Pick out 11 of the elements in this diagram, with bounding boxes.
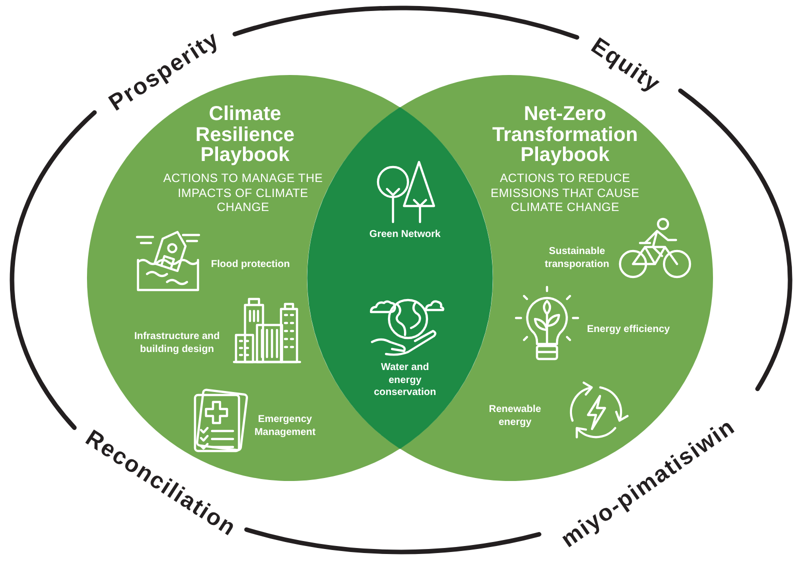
action-label: Infrastructure and building design — [133, 331, 221, 356]
action-label: Renewable energy — [488, 404, 542, 429]
action-label: Energy efficiency — [587, 324, 671, 336]
playbook-title: Net-Zero Transformation Playbook — [491, 104, 639, 166]
action-label: Flood protection — [211, 259, 291, 272]
action-label: Water and energy conservation — [372, 362, 438, 400]
playbook-subtitle: ACTIONS TO MANAGE THE IMPACTS OF CLIMATE CHANGE — [162, 171, 324, 214]
action-label: Green Network — [368, 229, 442, 242]
action-label: Emergency Management — [253, 414, 317, 439]
action-label: Sustainable transporation — [544, 246, 610, 271]
playbook-subtitle: ACTIONS TO REDUCE EMISSIONS THAT CAUSE CLIMATE CHANGE — [490, 171, 640, 214]
